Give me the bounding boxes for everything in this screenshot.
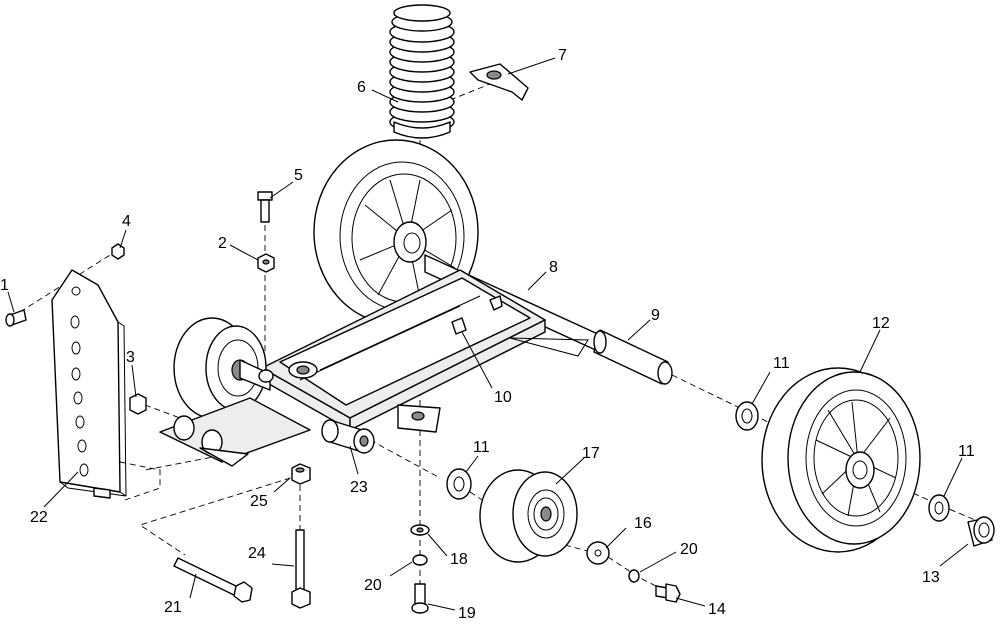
set-screw: [451, 295, 503, 335]
front-left-roller: [173, 317, 274, 419]
bolt-21: [173, 557, 253, 603]
washer-18: [410, 524, 430, 536]
callout-labels: 1 2 3 4 5 6 7 8 9 10 11 11 11 12 13 14 1…: [0, 47, 975, 622]
callout-2: 2: [218, 235, 227, 252]
nut-25: [291, 463, 311, 485]
bolt-5: [257, 191, 273, 223]
callout-12: 12: [872, 315, 890, 332]
callout-8: 8: [549, 259, 558, 276]
callout-25: 25: [250, 493, 268, 510]
callout-20-left: 20: [364, 577, 382, 594]
callout-11-middle: 11: [773, 355, 790, 372]
washer-11a: [446, 468, 472, 500]
frame: [261, 269, 589, 433]
nut-4: [111, 243, 125, 260]
callout-1: 1: [0, 277, 9, 294]
side-plate: [51, 269, 127, 499]
callout-10: 10: [494, 389, 512, 406]
callout-16: 16: [634, 515, 652, 532]
callout-24: 24: [248, 545, 266, 562]
drive-wheel: [761, 367, 921, 553]
bolt-1: [5, 309, 27, 327]
callout-7: 7: [558, 47, 567, 64]
washer-16: [586, 541, 610, 565]
callout-5: 5: [294, 167, 303, 184]
callout-11-left: 11: [473, 439, 490, 456]
callout-19: 19: [458, 605, 476, 622]
callout-6: 6: [357, 79, 366, 96]
caster-plate: [159, 397, 311, 467]
callout-21: 21: [164, 599, 182, 616]
nut-3: [129, 393, 147, 415]
nut-2: [257, 253, 275, 273]
lock-washer-20b: [628, 569, 640, 583]
callout-9: 9: [651, 307, 660, 324]
bolt-14: [655, 583, 681, 603]
callout-3: 3: [126, 349, 135, 366]
callout-4: 4: [122, 213, 131, 230]
roller-bushing: [321, 419, 375, 454]
bolt-19: [411, 583, 429, 614]
callout-20-right: 20: [680, 541, 698, 558]
lock-washer-20a: [412, 554, 428, 566]
callout-14: 14: [708, 601, 726, 618]
callout-13: 13: [922, 569, 940, 586]
bolt-24: [291, 529, 311, 609]
caster-wheel: [479, 469, 578, 563]
bushing-13: [967, 516, 995, 547]
callout-22: 22: [30, 509, 48, 526]
callout-11-right: 11: [958, 443, 975, 460]
washer-11b: [735, 401, 759, 431]
callout-17: 17: [582, 445, 600, 462]
spring-bracket: [469, 63, 529, 101]
washer-11c: [928, 494, 950, 522]
callout-18: 18: [450, 551, 468, 568]
coil-spring: [389, 4, 455, 139]
callout-23: 23: [350, 479, 368, 496]
leader-lines: [7, 57, 969, 611]
